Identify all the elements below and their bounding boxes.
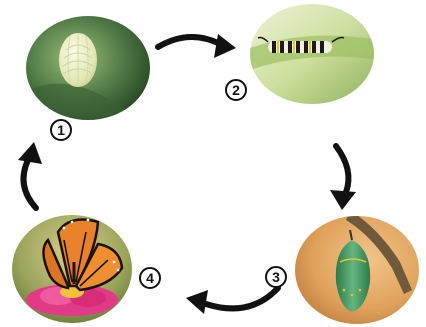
stage-badge-3: 3 (266, 267, 286, 287)
caterpillar-photo (250, 4, 378, 104)
stage-number-2: 2 (232, 82, 240, 98)
stage-number-3: 3 (272, 269, 280, 285)
arrow-chrysalis-to-butterfly (186, 288, 278, 314)
stage-number-4: 4 (146, 270, 154, 286)
arrow-egg-to-caterpillar (158, 34, 236, 58)
egg-photo (20, 16, 170, 130)
stage-badge-4: 4 (140, 268, 160, 288)
arrow-caterpillar-to-chrysalis (330, 146, 356, 210)
flower (26, 284, 118, 316)
stage-number-1: 1 (57, 122, 65, 138)
arrow-butterfly-to-egg (18, 142, 42, 208)
stage-badge-1: 1 (51, 120, 71, 140)
stage-badge-2: 2 (226, 80, 246, 100)
chrysalis-photo (295, 210, 419, 324)
butterfly-photo (12, 215, 132, 323)
